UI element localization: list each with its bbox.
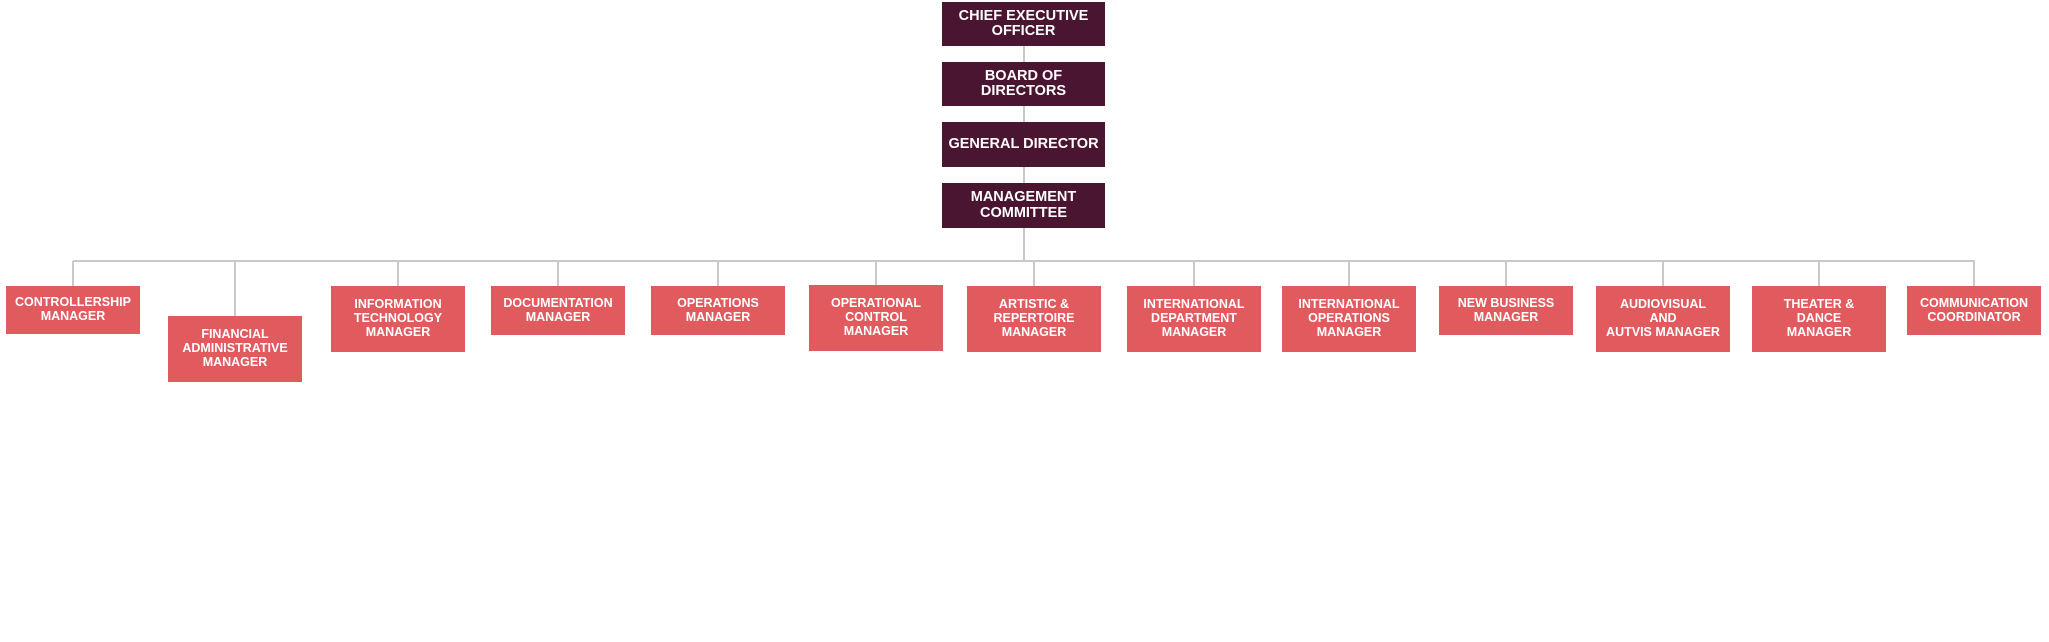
node-theater-dance-manager: THEATER & DANCE MANAGER (1752, 286, 1886, 352)
node-operations-manager: OPERATIONS MANAGER (651, 286, 785, 335)
node-artistic-repertoire-manager: ARTISTIC & REPERTOIRE MANAGER (967, 286, 1101, 352)
node-general-director: GENERAL DIRECTOR (942, 122, 1105, 167)
node-documentation-manager: DOCUMENTATION MANAGER (491, 286, 625, 335)
node-new-business-manager: NEW BUSINESS MANAGER (1439, 286, 1573, 335)
node-communication-coordinator: COMMUNICATION COORDINATOR (1907, 286, 2041, 335)
node-information-technology-manager: INFORMATION TECHNOLOGY MANAGER (331, 286, 465, 352)
node-operational-control-manager: OPERATIONAL CONTROL MANAGER (809, 285, 943, 351)
node-audiovisual-autvis-manager: AUDIOVISUAL AND AUTVIS MANAGER (1596, 286, 1730, 352)
node-international-operations-manager: INTERNATIONAL OPERATIONS MANAGER (1282, 286, 1416, 352)
node-board-of-directors: BOARD OF DIRECTORS (942, 62, 1105, 106)
node-management-committee: MANAGEMENT COMMITTEE (942, 183, 1105, 228)
node-controllership-manager: CONTROLLERSHIP MANAGER (6, 286, 140, 334)
connector-drops (72, 261, 1975, 316)
node-financial-administrative-manager: FINANCIAL ADMINISTRATIVE MANAGER (168, 316, 302, 382)
node-chief-executive-officer: CHIEF EXECUTIVE OFFICER (942, 2, 1105, 46)
node-international-department-manager: INTERNATIONAL DEPARTMENT MANAGER (1127, 286, 1261, 352)
